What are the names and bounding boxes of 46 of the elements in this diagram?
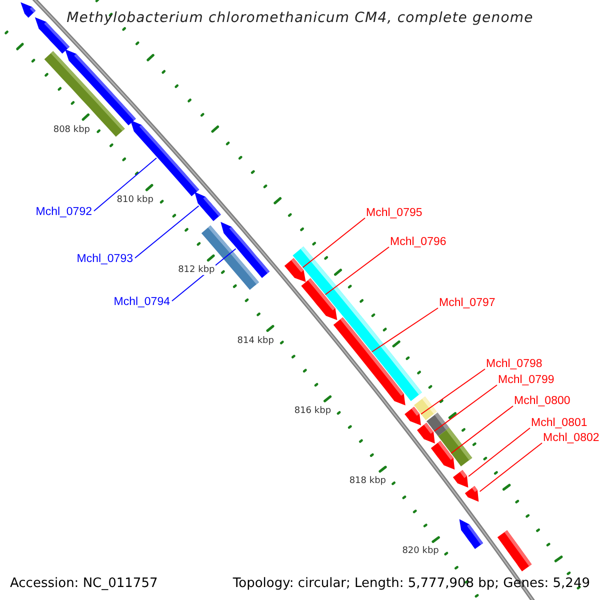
gene-label: Mchl_0795 [366,207,422,220]
leader-line [134,205,200,258]
gene-feature [20,2,36,18]
gene-label: Mchl_0798 [486,358,542,371]
gene-feature [404,406,421,426]
gene-feature [333,317,406,406]
gene-feature [430,440,455,470]
title: Methylobacterium chloromethanicum CM4, complete genome [66,10,534,26]
leader-line [302,218,366,268]
scale-label: 818 kbp [348,476,388,486]
gene-feature [65,49,136,126]
footer-text: Accession: NC_011757 [10,576,158,591]
gene-label: Mchl_0800 [514,395,570,408]
scale-label: 810 kbp [116,195,154,206]
gene-feature [284,258,306,282]
gene-label: Mchl_0801 [531,417,588,430]
leader-line [420,368,486,415]
scale-label: 808 kbp [52,124,92,135]
scale-label: 816 kbp [293,406,332,416]
leader-line [324,246,390,296]
gene-feature [459,519,484,549]
leader-line [434,384,498,432]
leader-line [371,308,438,352]
gene-feature [452,470,468,488]
feature-bar [497,530,532,572]
gene-label: Mchl_0796 [390,236,446,249]
scale-label: 820 kbp [401,546,440,556]
leader-line [479,442,542,492]
gene-feature [301,278,338,320]
gene-feature [130,120,200,196]
gene-feature [220,222,270,278]
gene-feature [194,192,221,222]
leader-line [468,428,530,477]
scale-label: 812 kbp [177,265,216,276]
gene-label: Mchl_0797 [439,297,496,310]
leader-line [450,406,514,454]
gene-label: Mchl_0799 [498,374,554,387]
leader-line [94,158,157,212]
gene-label: Mchl_0793 [76,253,133,266]
gene-label: Mchl_0802 [543,432,600,445]
gene-feature [464,486,479,502]
gene-label: Mchl_0792 [36,206,92,219]
footer-text: Topology: circular; Length: 5,777,908 bp; Genes: 5,249 [232,576,590,591]
scale-label: 814 kbp [236,336,275,346]
gene-label: Mchl_0794 [114,296,170,309]
gene-feature [417,422,435,444]
